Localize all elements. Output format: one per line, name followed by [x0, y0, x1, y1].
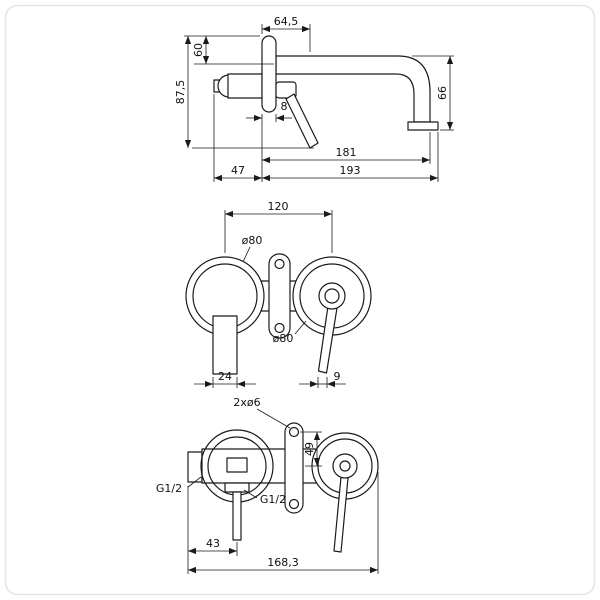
dim-label-87-5: 87,5	[174, 80, 187, 105]
dim-label-9: 9	[334, 370, 341, 383]
dim-label-181: 181	[336, 146, 357, 159]
dim-label-dia80-right: ø80	[273, 332, 294, 345]
dim-60: 60	[184, 35, 274, 65]
inwall-body	[227, 73, 263, 99]
dim-87-5: 87,5	[174, 36, 314, 149]
spout-outlet	[407, 121, 439, 131]
dim-g12-left: G1/2	[156, 476, 202, 495]
dim-2xdia6: 2xø6	[233, 396, 291, 429]
dim-181: 181	[261, 114, 431, 182]
dim-label-64-5: 64,5	[274, 15, 299, 28]
dim-label-43: 43	[206, 537, 220, 550]
installation-view: 2xø6 49 G1/2 G1/2 43 168,3	[156, 396, 379, 574]
dim-43: 43	[187, 486, 238, 574]
dim-label-66: 66	[436, 86, 449, 100]
side-view: 64,5 60 87,5 8 66	[174, 15, 454, 182]
dim-120: 120	[224, 200, 333, 253]
dim-label-24: 24	[218, 370, 232, 383]
dim-66: 66	[412, 55, 454, 131]
dim-label-8: 8	[281, 100, 288, 113]
dim-49: 49	[300, 431, 322, 467]
cartridge-detail	[226, 457, 248, 473]
wall-escutcheon-side	[261, 35, 277, 113]
dim-label-2xdia6: 2xø6	[233, 396, 260, 409]
dim-47: 47	[213, 94, 262, 182]
dim-g12-right: G1/2	[243, 489, 286, 506]
leader-line	[187, 476, 202, 488]
dim-label-168-3: 168,3	[267, 556, 299, 569]
page-border	[4, 4, 596, 596]
dim-24: 24	[194, 370, 256, 388]
mounting-hole-bottom-install	[288, 498, 300, 510]
handle-lever-side	[285, 93, 319, 149]
dim-label-47: 47	[231, 164, 245, 177]
dim-label-dia80-left: ø80	[242, 234, 263, 247]
handle-hub-install	[332, 453, 358, 479]
dim-label-120: 120	[268, 200, 289, 213]
spout-front	[212, 315, 238, 375]
mounting-hole-bottom-front	[274, 322, 285, 334]
leader-line	[242, 246, 251, 263]
handle-hub-front	[318, 282, 346, 310]
handle-base-side	[275, 81, 297, 99]
mounting-hole-top-install	[288, 426, 300, 438]
dim-label-49: 49	[303, 442, 316, 456]
outlet-pipe	[232, 491, 242, 541]
leader-line	[243, 489, 258, 499]
dim-64-5: 64,5	[261, 15, 311, 52]
dim-label-193: 193	[340, 164, 361, 177]
dim-label-g12-left: G1/2	[156, 482, 182, 495]
mounting-hole-top-front	[274, 258, 285, 270]
handle-hub-install-inner	[339, 460, 351, 472]
leader-line	[294, 320, 307, 335]
dim-193: 193	[262, 132, 439, 182]
dim-dia80-left: ø80	[242, 234, 263, 263]
dim-label-60: 60	[192, 43, 205, 57]
leader-line	[256, 408, 291, 429]
handle-hub-inner	[324, 288, 340, 304]
dim-9: 9	[299, 370, 346, 388]
dim-dia80-right: ø80	[273, 320, 307, 345]
dim-168-3: 168,3	[188, 472, 379, 574]
front-view: 120 ø80 ø80 24 9	[185, 200, 372, 388]
dim-8: 8	[246, 100, 292, 122]
mounting-bracket-install	[284, 422, 304, 514]
dim-label-g12-right: G1/2	[260, 493, 286, 506]
mounting-bracket-front	[268, 253, 291, 339]
